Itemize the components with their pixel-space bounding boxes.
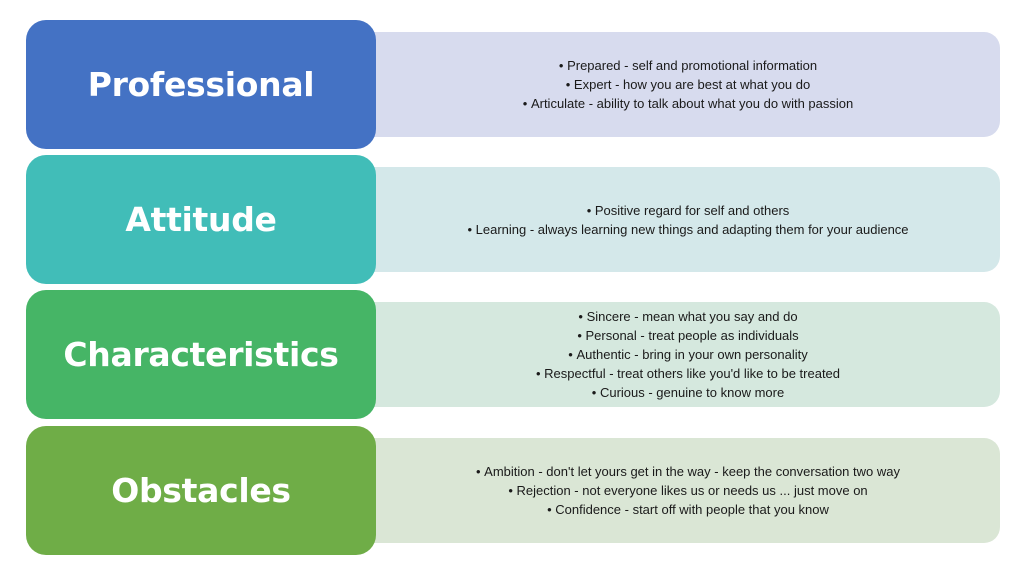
bullet-item: Articulate - ability to talk about what … [523,94,853,113]
bullet-item: Prepared - self and promotional informat… [559,56,817,75]
label-box: Attitude [26,155,376,284]
description-panel: Ambition - don't let yours get in the wa… [356,438,1000,543]
bullet-item: Rejection - not everyone likes us or nee… [508,481,867,500]
description-panel: Sincere - mean what you say and do Perso… [356,302,1000,407]
bullet-item: Positive regard for self and others [587,201,789,220]
bullet-item: Respectful - treat others like you'd lik… [536,364,840,383]
row-characteristics: Sincere - mean what you say and do Perso… [26,290,1000,419]
bullet-item: Expert - how you are best at what you do [566,75,810,94]
row-label: Attitude [125,200,277,239]
bullet-item: Authentic - bring in your own personalit… [568,345,807,364]
bullet-item: Personal - treat people as individuals [577,326,798,345]
description-panel: Prepared - self and promotional informat… [356,32,1000,137]
bullet-item: Ambition - don't let yours get in the wa… [476,462,900,481]
bullet-item: Curious - genuine to know more [592,383,784,402]
row-label: Professional [87,65,315,104]
row-label: Obstacles [111,471,291,510]
label-box: Characteristics [26,290,376,419]
row-obstacles: Ambition - don't let yours get in the wa… [26,426,1000,555]
row-professional: Prepared - self and promotional informat… [26,20,1000,149]
label-box: Professional [26,20,376,149]
row-label: Characteristics [63,335,339,374]
bullet-item: Confidence - start off with people that … [547,500,829,519]
row-attitude: Positive regard for self and others Lear… [26,155,1000,284]
label-box: Obstacles [26,426,376,555]
bullet-item: Learning - always learning new things an… [467,220,909,239]
description-panel: Positive regard for self and others Lear… [356,167,1000,272]
bullet-item: Sincere - mean what you say and do [578,307,798,326]
